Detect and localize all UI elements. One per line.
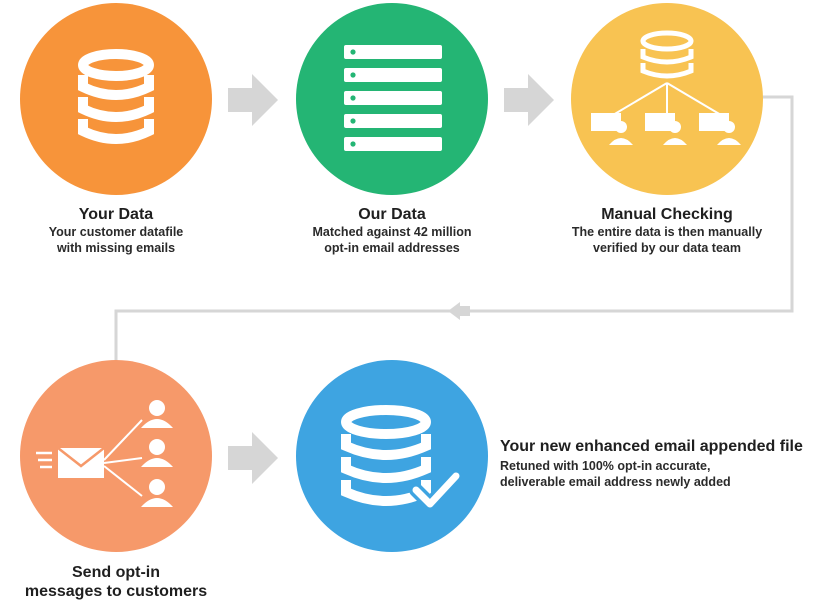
step-desc-line: verified by our data team	[593, 241, 741, 255]
step-title: Your Data	[78, 206, 154, 223]
step-your-data-label: Your Data Your customer datafile with mi…	[8, 205, 224, 256]
step-send-optin-circle	[20, 360, 212, 552]
arrow-right-icon-2	[504, 74, 554, 126]
email-broadcast-icon	[36, 400, 173, 507]
step-title-line: messages to customers	[24, 583, 208, 600]
connector-arrow-left-icon	[448, 302, 460, 320]
arrow-right-icon-1	[228, 74, 278, 126]
step-send-optin-label: Send opt-in messages to customers	[8, 563, 224, 601]
step-manual-checking-circle	[571, 3, 763, 195]
step-title-line: Send opt-in	[72, 564, 160, 581]
database-icon	[78, 49, 154, 144]
step-desc-line: opt-in email addresses	[324, 241, 460, 255]
step-enhanced-file-label: Your new enhanced email appended file Re…	[500, 437, 814, 490]
network-team-icon	[591, 30, 741, 145]
step-desc-line: with missing emails	[56, 241, 176, 255]
step-desc-line: Matched against 42 million	[312, 225, 472, 239]
database-check-icon	[341, 405, 463, 511]
step-our-data-circle	[296, 3, 488, 195]
step-manual-checking-label: Manual Checking The entire data is then …	[548, 205, 786, 256]
server-list-icon	[344, 45, 442, 151]
step-desc-line: Retuned with 100% opt-in accurate,	[500, 459, 711, 473]
step-desc-line: Your customer datafile	[48, 225, 184, 239]
arrow-right-icon-3	[228, 432, 278, 484]
step-title: Manual Checking	[601, 206, 733, 223]
step-desc-line: deliverable email address newly added	[500, 475, 731, 489]
step-desc-line: The entire data is then manually	[571, 225, 763, 239]
step-our-data-label: Our Data Matched against 42 million opt-…	[282, 205, 502, 256]
step-title: Your new enhanced email appended file	[500, 438, 803, 455]
step-enhanced-file-circle	[296, 360, 488, 552]
step-title: Our Data	[358, 206, 426, 223]
step-your-data-circle	[20, 3, 212, 195]
